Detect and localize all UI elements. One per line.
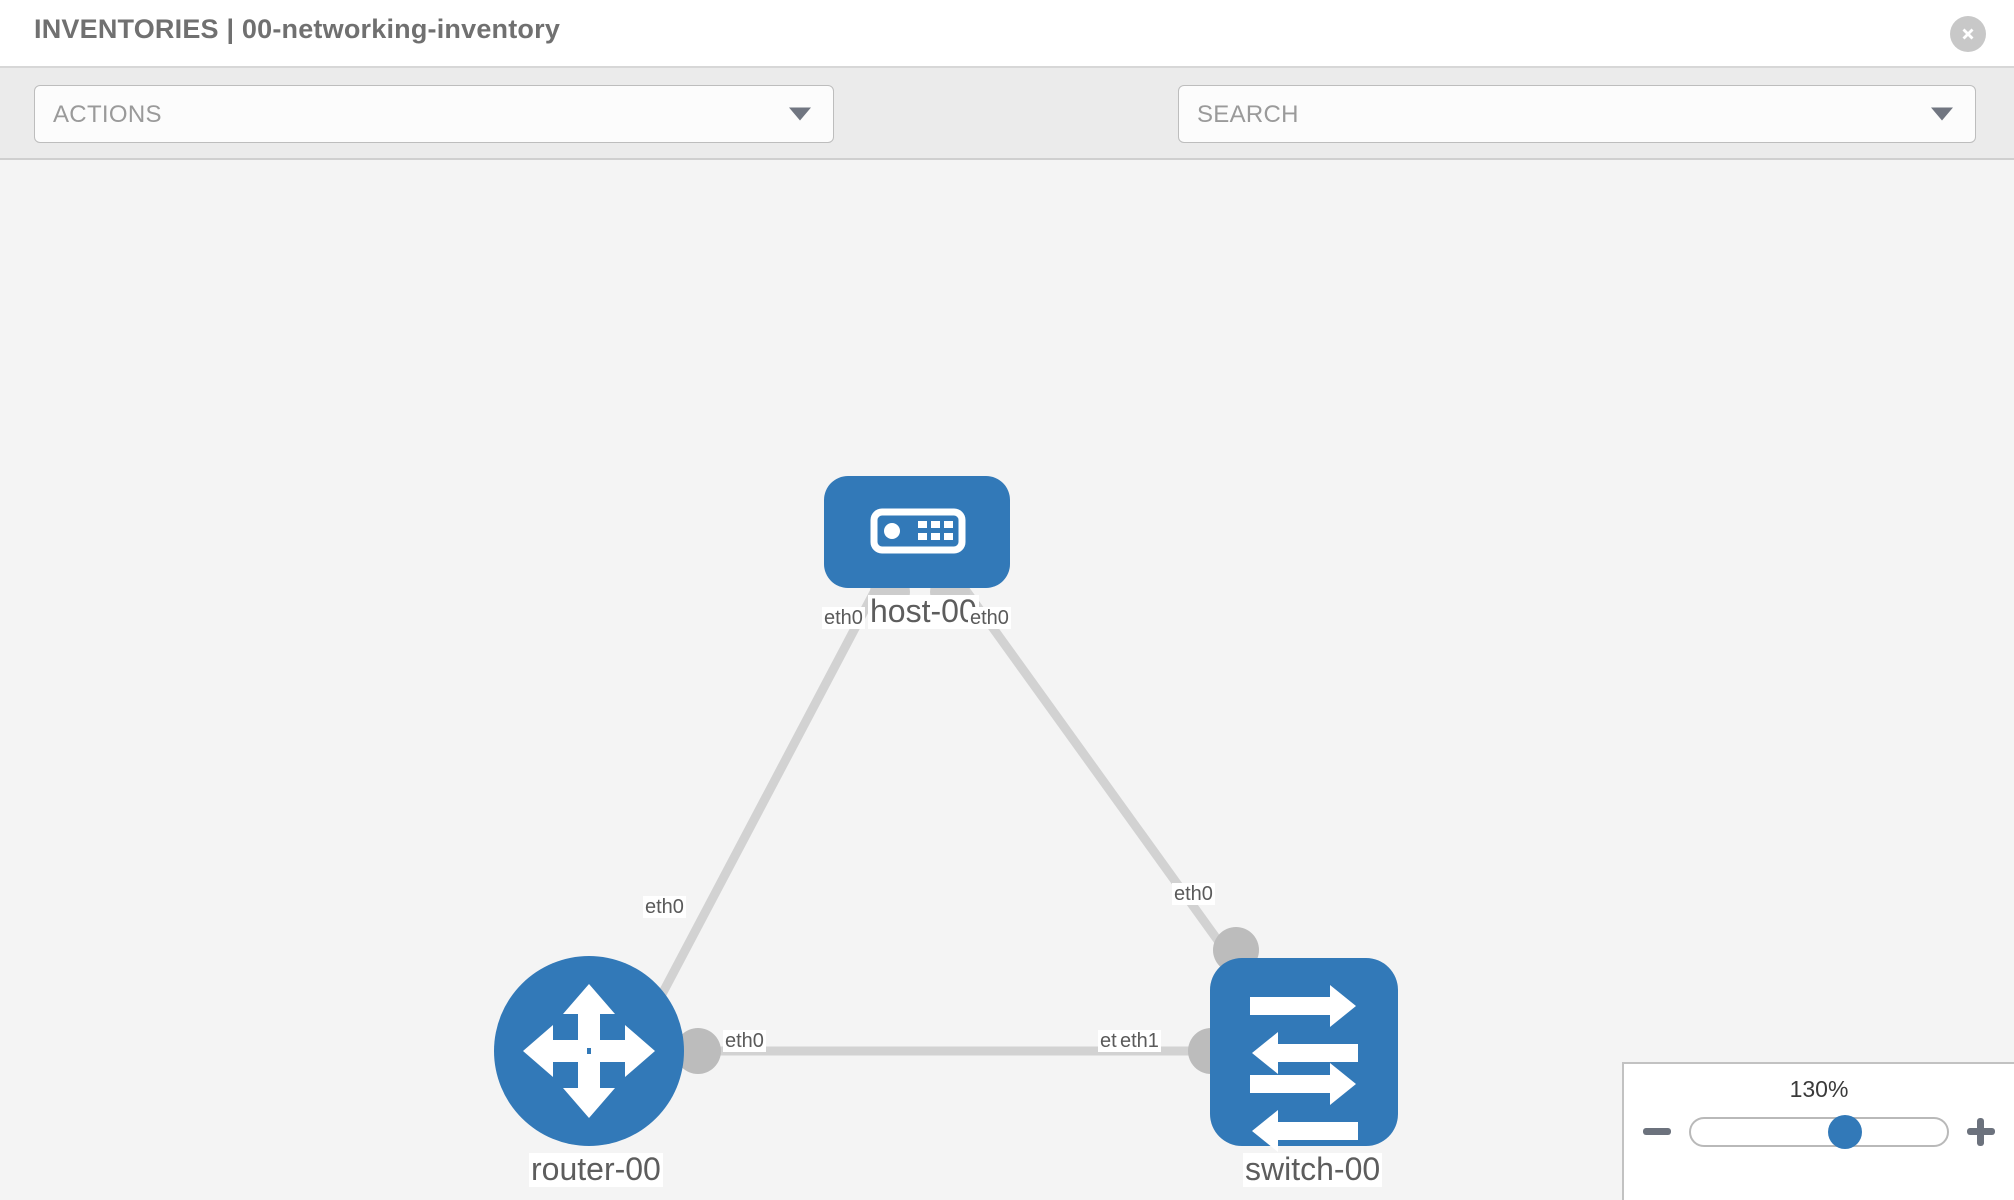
close-x-glyph xyxy=(1962,28,1974,40)
plus-bar-vertical xyxy=(1977,1118,1984,1146)
close-icon[interactable] xyxy=(1950,16,1986,52)
connector-router-eth0[interactable] xyxy=(675,1028,721,1074)
chevron-down-icon xyxy=(789,107,811,121)
node-label-router-00: router-00 xyxy=(529,1151,663,1187)
node-host-00[interactable] xyxy=(824,476,1010,588)
server-icon xyxy=(870,508,966,554)
topology-canvas[interactable]: eth0 host-00 eth0 eth0 eth0 eth0 eth0 et… xyxy=(0,160,2014,1200)
topology-graph xyxy=(494,476,1398,1152)
zoom-control-row xyxy=(1624,1115,2014,1149)
iface-label: eth0 xyxy=(643,896,686,918)
node-router-00[interactable] xyxy=(494,956,684,1146)
chevron-down-icon xyxy=(1931,107,1953,121)
link-host-router[interactable] xyxy=(656,557,895,1001)
iface-label: eth0 xyxy=(822,607,865,629)
search-placeholder: SEARCH xyxy=(1197,101,1299,128)
node-label-host-00: host-00 xyxy=(868,593,979,629)
zoom-slider-thumb[interactable] xyxy=(1827,1115,1862,1149)
iface-label: eth0 xyxy=(968,607,1011,629)
minus-icon[interactable] xyxy=(1641,1116,1673,1148)
minus-bar xyxy=(1643,1128,1671,1135)
node-label-switch-00: switch-00 xyxy=(1243,1151,1383,1187)
page-title: INVENTORIES | 00-networking-inventory xyxy=(34,14,561,44)
zoom-level-value: 130% xyxy=(1789,1076,1849,1102)
actions-dropdown-label: ACTIONS xyxy=(53,101,162,128)
switch-arrows-icon xyxy=(1250,985,1358,1152)
iface-label: eth0 xyxy=(1172,883,1215,905)
zoom-slider[interactable] xyxy=(1689,1115,1949,1149)
actions-dropdown[interactable]: ACTIONS xyxy=(34,85,834,143)
page-header: INVENTORIES | 00-networking-inventory xyxy=(0,0,2014,68)
zoom-control-panel: 130% xyxy=(1622,1062,2014,1200)
iface-label: eth1 xyxy=(1118,1030,1161,1052)
plus-icon[interactable] xyxy=(1965,1116,1997,1148)
search-input[interactable]: SEARCH xyxy=(1178,85,1976,143)
iface-label: eth0 xyxy=(723,1030,766,1052)
toolbar: ACTIONS SEARCH xyxy=(0,68,2014,200)
node-switch-00[interactable] xyxy=(1210,958,1398,1152)
router-arrows-icon xyxy=(523,984,655,1118)
